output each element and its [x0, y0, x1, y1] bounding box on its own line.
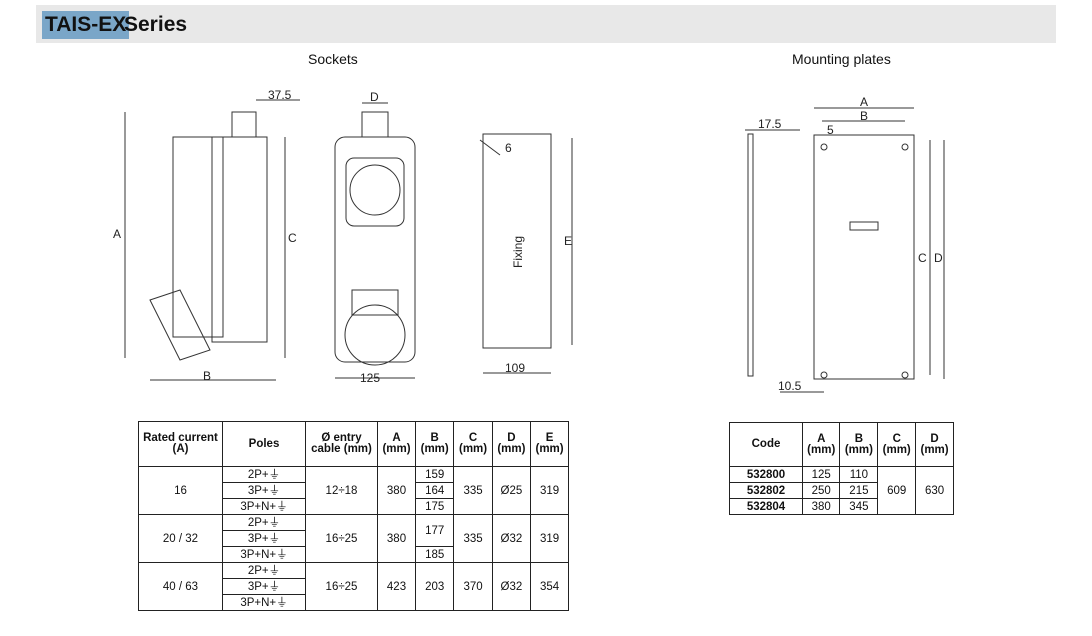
col-rated-current: Rated current (A) — [138, 421, 223, 467]
cell: 185 — [415, 546, 455, 563]
dim-6: 6 — [505, 141, 512, 155]
cell: 177 — [415, 514, 455, 547]
cell: 20 / 32 — [138, 514, 223, 563]
cell: 380 — [376, 466, 417, 515]
col-c: C (mm) — [877, 422, 917, 467]
dim-c: C — [288, 231, 297, 245]
cell: 110 — [839, 466, 879, 483]
cell: 2P+⏚ — [222, 466, 306, 483]
cell: 3P+N+⏚ — [222, 594, 306, 611]
plate-dim-c: C — [918, 251, 927, 265]
cell: 370 — [453, 562, 493, 611]
mounting-plate-drawing — [745, 107, 945, 393]
cell: 203 — [415, 562, 455, 611]
cell: 175 — [415, 498, 455, 515]
cell: 2P+⏚ — [222, 514, 306, 531]
socket-side-view — [124, 99, 300, 381]
cell: 164 — [415, 482, 455, 499]
cell: 3P+N+⏚ — [222, 498, 306, 515]
plates-title: Mounting plates — [792, 51, 891, 67]
cell: 12÷18 — [305, 466, 378, 515]
plate-dim-10-5: 10.5 — [778, 379, 802, 393]
col-c: C (mm) — [453, 421, 493, 467]
plate-dim-b: B — [860, 109, 868, 123]
col-poles: Poles — [222, 421, 306, 467]
plate-dim-a: A — [860, 95, 868, 109]
col-entry: Ø entry cable (mm) — [305, 421, 378, 467]
dim-125: 125 — [360, 371, 380, 385]
col-a: A (mm) — [376, 421, 417, 467]
cell: 16÷25 — [305, 562, 378, 611]
cell: 3P+⏚ — [222, 578, 306, 595]
cell: 345 — [839, 498, 879, 515]
table-row: 532802 250 215 — [729, 482, 954, 499]
header-bar: TAIS-EX Series — [36, 5, 1056, 43]
sockets-title: Sockets — [308, 51, 358, 67]
dim-a: A — [113, 227, 121, 241]
plate-dim-d: D — [934, 251, 943, 265]
cell: 630 — [915, 466, 954, 515]
plates-table: Code A (mm) B (mm) C (mm) D (mm) 532800 … — [729, 422, 954, 515]
col-e: E (mm) — [530, 421, 569, 467]
table-row: 16 2P+⏚ 12÷18 380 159 335 Ø25 319 — [138, 466, 569, 515]
dim-109: 109 — [505, 361, 525, 375]
cell: Ø25 — [491, 466, 532, 515]
fixing-view — [479, 133, 573, 374]
cell: 16 — [138, 466, 223, 515]
socket-front-view — [334, 102, 416, 379]
cell: 2P+⏚ — [222, 562, 306, 579]
sockets-table: Rated current (A) Poles Ø entry cable (m… — [138, 421, 569, 611]
plate-dim-5: 5 — [827, 123, 834, 137]
cell: 40 / 63 — [138, 562, 223, 611]
cell: 319 — [530, 466, 569, 515]
fixing-label: Fixing — [511, 236, 525, 268]
cell: 3P+⏚ — [222, 530, 306, 547]
cell: 380 — [801, 498, 841, 515]
col-a: A (mm) — [801, 422, 841, 467]
cell: 159 — [415, 466, 455, 483]
dim-e: E — [564, 234, 572, 248]
cell: 609 — [877, 466, 917, 515]
cell: 532802 — [729, 482, 803, 499]
cell: 250 — [801, 482, 841, 499]
cell: Ø32 — [491, 514, 532, 563]
plate-dim-17-5: 17.5 — [758, 117, 782, 131]
cell: 532800 — [729, 466, 803, 483]
dim-d: D — [370, 90, 379, 104]
table-row: 40 / 63 2P+⏚ 16÷25 423 203 370 Ø32 354 — [138, 562, 569, 611]
col-d: D (mm) — [491, 421, 532, 467]
dim-37-5: 37.5 — [268, 88, 292, 102]
series-suffix: Series — [124, 13, 188, 36]
cell: Ø32 — [491, 562, 532, 611]
col-b: B (mm) — [415, 421, 455, 467]
table-row: 20 / 32 2P+⏚ 16÷25 380 177 335 Ø32 319 — [138, 514, 569, 563]
cell: 380 — [376, 514, 417, 563]
cell: 3P+N+⏚ — [222, 546, 306, 563]
col-b: B (mm) — [839, 422, 879, 467]
table-row: 532800 125 110 609 630 — [729, 466, 954, 515]
cell: 532804 — [729, 498, 803, 515]
dim-b: B — [203, 369, 211, 383]
cell: 335 — [453, 514, 493, 563]
cell: 354 — [530, 562, 569, 611]
table-row: 532804 380 345 — [729, 498, 954, 515]
cell: 335 — [453, 466, 493, 515]
col-d: D (mm) — [915, 422, 954, 467]
cell: 3P+⏚ — [222, 482, 306, 499]
cell: 319 — [530, 514, 569, 563]
series-name: TAIS-EX — [42, 11, 130, 39]
col-code: Code — [729, 422, 803, 467]
cell: 215 — [839, 482, 879, 499]
technical-drawings: 37.5 D A C B 125 E Fixing 109 6 A B 17.5… — [113, 88, 945, 393]
cell: 16÷25 — [305, 514, 378, 563]
cell: 423 — [376, 562, 417, 611]
cell: 125 — [801, 466, 841, 483]
